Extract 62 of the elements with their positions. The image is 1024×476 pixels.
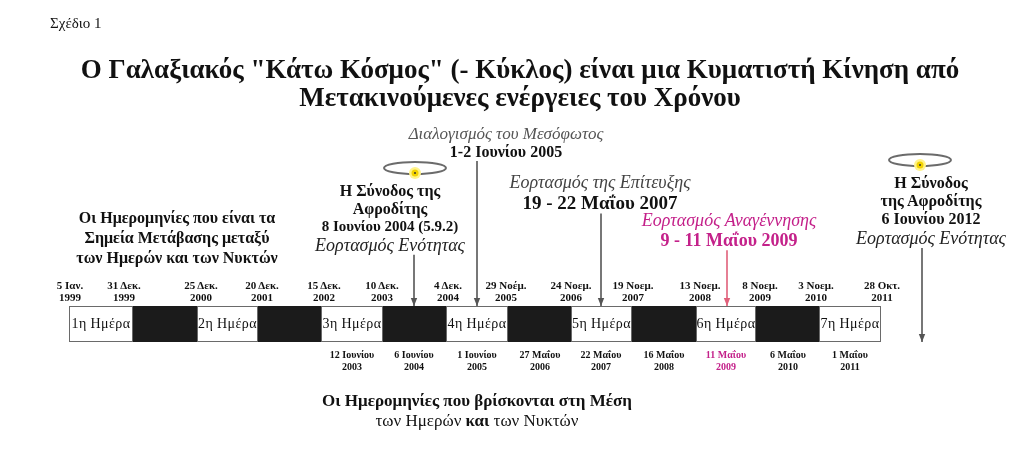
transition-date: 20 Δεκ. 2001	[244, 279, 280, 303]
event-title: Η Σύνοδος της Αφροδίτης	[879, 174, 983, 210]
transition-date: 24 Νοεμ. 2006	[549, 279, 593, 303]
explanatory-note: Οι Ημερομηνίες που είναι τα Σημεία Μετάβασης μεταξύ των Ημερών και των Νυκτών	[75, 208, 279, 268]
event-date: 6 Ιουνίου 2012	[880, 209, 981, 228]
night-segment	[756, 306, 819, 342]
midpoint-date: 27 Μαΐου 2006	[518, 349, 562, 373]
midpoint-date: 6 Ιουνίου 2004	[393, 349, 435, 373]
transition-date: 25 Δεκ. 2000	[183, 279, 219, 303]
night-segment	[133, 306, 197, 342]
transition-date: 4 Δεκ. 2004	[432, 279, 464, 303]
day-segment	[321, 306, 383, 342]
transition-date: 3 Νοεμ. 2010	[797, 279, 835, 303]
figure-number: Σχέδιο 1	[50, 14, 103, 32]
day-segment	[69, 306, 133, 342]
midpoint-date: 6 Μαΐου 2010	[769, 349, 807, 373]
transition-date: 5 Ιαν. 1999	[55, 279, 85, 303]
event-title: Διαλογισμός του Μεσόφωτος	[407, 124, 605, 144]
night-segment	[632, 306, 696, 342]
day-segment	[446, 306, 508, 342]
night-segment	[508, 306, 571, 342]
midpoint-date: 11 Μαΐου 2009	[704, 349, 748, 373]
arrow	[410, 253, 418, 307]
event-date: 1-2 Ιουνίου 2005	[448, 143, 564, 161]
transition-date: 10 Δεκ. 2003	[364, 279, 400, 303]
day-segment	[819, 306, 881, 342]
day-segment	[197, 306, 258, 342]
transition-date: 31 Δεκ. 1999	[106, 279, 142, 303]
day-segment	[571, 306, 632, 342]
transition-date: 29 Νοέμ. 2005	[484, 279, 528, 303]
midpoint-date: 16 Μαΐου 2008	[642, 349, 686, 373]
day-label: 4η Ημέρα	[447, 316, 507, 332]
midpoint-date: 22 Μαΐου 2007	[579, 349, 623, 373]
night-segment	[258, 306, 321, 342]
transition-date: 15 Δεκ. 2002	[306, 279, 342, 303]
event-date: 9 - 11 Μαΐου 2009	[659, 230, 799, 251]
event-title: Εορτασμός της Επίτευξης	[508, 172, 692, 193]
day-label: 1η Ημέρα	[71, 316, 131, 332]
transition-date: 19 Νοεμ. 2007	[611, 279, 655, 303]
arrow	[918, 247, 926, 343]
night-segment	[383, 306, 446, 342]
arrow	[723, 249, 731, 307]
day-label: 7η Ημέρα	[820, 316, 880, 332]
arrow	[597, 212, 605, 307]
event-subtitle: Εορτασμός Ενότητας	[855, 227, 1007, 248]
transition-date: 28 Οκτ. 2011	[862, 279, 902, 303]
day-label: 3η Ημέρα	[322, 316, 382, 332]
day-label: 5η Ημέρα	[572, 316, 631, 332]
event-date: 8 Ιουνίου 2004 (5.9.2)	[320, 217, 460, 235]
midpoint-date: 1 Μαΐου 2011	[831, 349, 869, 373]
day-label: 2η Ημέρα	[198, 316, 257, 332]
arrow	[473, 160, 481, 307]
transition-date: 13 Νοεμ. 2008	[678, 279, 722, 303]
event-subtitle: Εορτασμός Ενότητας	[314, 234, 466, 255]
day-segment	[696, 306, 756, 342]
midpoint-date: 1 Ιουνίου 2005	[456, 349, 498, 373]
title: Ο Γαλαξιακός "Κάτω Κόσμος" (- Κύκλος) είναι μια Κυματιστή Κίνηση από Μετακινούμενες ενέργειες του Χρόνου	[79, 55, 961, 111]
event-title: Η Σύνοδος της Αφροδίτης	[338, 182, 442, 218]
transition-date: 8 Νοεμ. 2009	[741, 279, 779, 303]
explanatory-note: Οι Ημερομηνίες που βρίσκονται στη Μέση των Ημερών και των Νυκτών	[321, 391, 633, 431]
midpoint-date: 12 Ιουνίου 2003	[328, 349, 376, 373]
day-label: 6η Ημέρα	[696, 316, 756, 332]
